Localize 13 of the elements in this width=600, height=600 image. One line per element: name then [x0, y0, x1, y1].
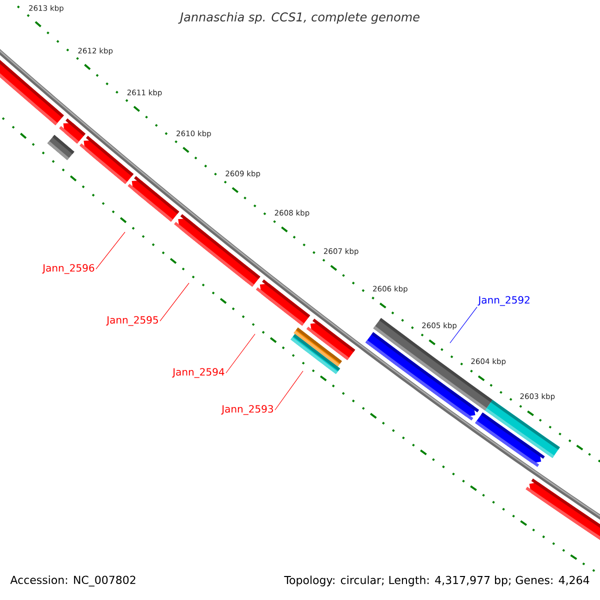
gene-label: Jann_2595: [106, 316, 158, 326]
leader-line: [450, 306, 478, 344]
leader-line: [226, 334, 256, 374]
leader-line: [96, 232, 126, 270]
gene-label: Jann_2596: [42, 264, 94, 274]
leader-line: [160, 282, 190, 322]
title: Jannaschia sp. CCS1, complete genome: [178, 12, 420, 24]
gene-label: Jann_2594: [172, 368, 224, 378]
gene-label: Jann_2593: [221, 405, 273, 415]
footer-text: Topology: circular; Length: 4,317,977 bp; Genes: 4,264: [284, 576, 590, 586]
gene-label: Jann_2592: [478, 296, 530, 306]
footer-text: Accession: NC_007802: [10, 576, 136, 586]
leader-line: [274, 370, 304, 410]
